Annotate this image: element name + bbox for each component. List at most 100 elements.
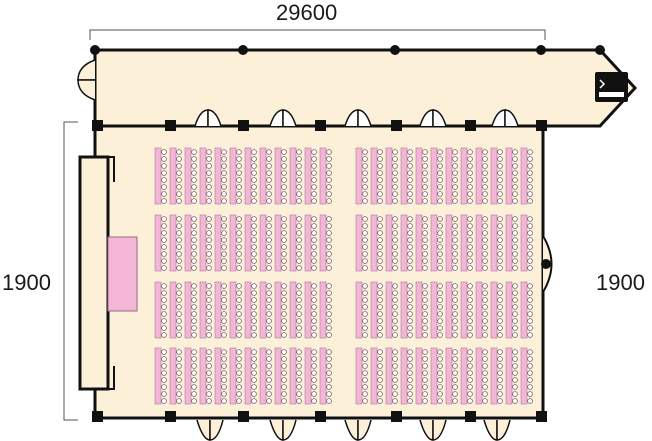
chair <box>266 370 272 376</box>
chair <box>296 156 302 162</box>
chair <box>251 384 257 390</box>
chair <box>452 318 458 324</box>
table <box>370 281 378 339</box>
chair <box>512 311 518 317</box>
chair <box>377 349 383 355</box>
chair <box>161 325 167 331</box>
chair <box>236 349 242 355</box>
chair <box>392 163 398 169</box>
chair <box>191 332 197 338</box>
chair <box>326 198 332 204</box>
chair <box>191 198 197 204</box>
chair <box>377 177 383 183</box>
seating-block <box>154 214 332 272</box>
top-dimension-line <box>89 29 546 40</box>
chair <box>527 325 533 331</box>
chair <box>527 304 533 310</box>
chair <box>362 156 368 162</box>
chair <box>377 363 383 369</box>
table <box>304 147 312 205</box>
chair <box>251 216 257 222</box>
chair <box>251 356 257 362</box>
table <box>289 147 297 205</box>
table <box>199 147 207 205</box>
chair <box>296 384 302 390</box>
chair <box>251 170 257 176</box>
chair <box>221 149 227 155</box>
chair <box>497 363 503 369</box>
chair <box>422 283 428 289</box>
chair <box>176 149 182 155</box>
chair <box>482 216 488 222</box>
chair <box>452 149 458 155</box>
chair <box>497 290 503 296</box>
chair <box>296 370 302 376</box>
chair <box>422 384 428 390</box>
chair <box>281 223 287 229</box>
chair <box>377 223 383 229</box>
chair <box>482 377 488 383</box>
chair <box>176 191 182 197</box>
chair <box>362 332 368 338</box>
table <box>385 281 393 339</box>
chair <box>452 216 458 222</box>
table <box>475 347 483 405</box>
chair <box>296 377 302 383</box>
chair <box>206 184 212 190</box>
chair <box>206 177 212 183</box>
chair <box>407 156 413 162</box>
chair <box>266 230 272 236</box>
chair <box>176 177 182 183</box>
chair <box>236 237 242 243</box>
chair <box>362 258 368 264</box>
chair <box>221 177 227 183</box>
chair <box>266 191 272 197</box>
chair <box>527 377 533 383</box>
table <box>199 281 207 339</box>
chair <box>311 198 317 204</box>
table <box>304 281 312 339</box>
chair <box>422 398 428 404</box>
chair <box>377 304 383 310</box>
chair <box>497 398 503 404</box>
chair <box>221 230 227 236</box>
chair <box>281 230 287 236</box>
chair <box>161 244 167 250</box>
table <box>274 147 282 205</box>
table <box>214 281 222 339</box>
chair <box>437 184 443 190</box>
chair <box>377 297 383 303</box>
chair <box>161 149 167 155</box>
left-foyer-door <box>77 59 96 101</box>
table <box>154 347 162 405</box>
chair <box>482 170 488 176</box>
chair <box>452 356 458 362</box>
chair <box>176 332 182 338</box>
chair <box>482 356 488 362</box>
chair <box>482 163 488 169</box>
chair <box>482 244 488 250</box>
chair <box>407 325 413 331</box>
chair <box>527 244 533 250</box>
chair <box>392 223 398 229</box>
wall-columns <box>92 120 547 422</box>
chair <box>392 258 398 264</box>
chair <box>512 251 518 257</box>
chair <box>296 356 302 362</box>
chair <box>251 191 257 197</box>
chair <box>326 237 332 243</box>
chair <box>467 356 473 362</box>
chair <box>251 391 257 397</box>
chair <box>251 304 257 310</box>
chair <box>407 149 413 155</box>
chair <box>266 283 272 289</box>
table <box>289 214 297 272</box>
chair <box>221 349 227 355</box>
table <box>355 214 363 272</box>
chair <box>236 223 242 229</box>
chair <box>452 349 458 355</box>
chair <box>326 216 332 222</box>
table <box>304 214 312 272</box>
table <box>244 281 252 339</box>
chair <box>266 398 272 404</box>
